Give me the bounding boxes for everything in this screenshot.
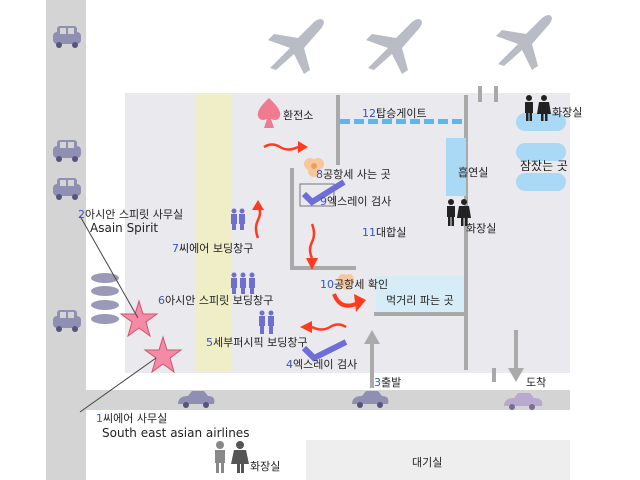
arrow-icon (300, 321, 347, 333)
airplane-icon (496, 15, 552, 70)
arrow-icon (263, 141, 308, 153)
wall-bottom-left (290, 266, 356, 270)
xray-text: 엑스레이 검사 (293, 358, 358, 371)
nap-label: 잠잤는 곳 (520, 159, 568, 173)
tax-buy-number: 8 (316, 168, 323, 181)
waiting-room-text: 대합실 (376, 226, 407, 239)
gate-text: 탑승게이트 (376, 107, 427, 120)
toilet-label-bottom: 화장실 (250, 460, 281, 473)
seair-office-text: 씨에어 사무실 (103, 412, 168, 425)
seair-en-label: South east asian airlines (102, 426, 250, 440)
boarding-gate-line (340, 119, 462, 124)
spirit-board-text: 아시안 스피릿 보딩창구 (165, 294, 274, 307)
arrow-icon (252, 200, 264, 239)
xray-check-label: 9엑스레이 검사 (320, 193, 391, 209)
tax-buy-label: 8공항세 사는 곳 (316, 166, 391, 182)
seair-office-number: 1 (96, 412, 103, 425)
spirit-office-number: 2 (78, 208, 85, 221)
seair-office-label: 1씨에어 사무실 (96, 410, 167, 426)
checkin-lane (195, 93, 231, 371)
checkmark-icon (299, 179, 346, 207)
flower-icon (338, 274, 354, 290)
waiting-area (306, 440, 570, 480)
person-icon (231, 208, 245, 230)
person-icon (259, 310, 274, 334)
wall-stub-2 (494, 86, 498, 102)
spirit-board-label: 6아시안 스피릿 보딩창구 (158, 292, 273, 308)
smoking-room (446, 138, 466, 196)
toilet-icon (525, 95, 551, 121)
checkmark-icon (301, 339, 348, 362)
nap-seat-2 (516, 143, 566, 161)
seair-board-text: 씨에어 보딩창구 (179, 242, 254, 255)
arrow-icon (332, 293, 366, 312)
left-road (46, 0, 86, 480)
spade-icon (257, 98, 281, 128)
wall-left (290, 168, 294, 268)
waiting-area-label: 대기실 (412, 456, 443, 469)
wall-food (374, 312, 466, 316)
person-icon (231, 272, 255, 294)
spirit-en-label: Asain Spirit (90, 221, 159, 235)
nap-seat-3 (516, 173, 566, 191)
star-icon (119, 299, 159, 338)
waiting-room-number: 11 (362, 226, 376, 239)
food-label: 먹거리 파는 곳 (386, 294, 454, 307)
airplane-icon (366, 19, 422, 74)
toilet-icon (447, 199, 471, 226)
toilet-label-mid: 화장실 (466, 222, 497, 235)
toilet-label-top: 화장실 (552, 106, 583, 119)
car-icon (53, 140, 81, 162)
parked-cars-icon (91, 273, 119, 324)
exit-marker (492, 368, 496, 382)
car-icon (178, 391, 215, 408)
xray-label: 4엑스레이 검사 (286, 356, 357, 372)
waiting-room-label: 11대합실 (362, 224, 406, 240)
toilet-icon (215, 441, 249, 473)
car-icon (53, 178, 81, 200)
arrow-icon (508, 330, 524, 382)
star-icon (143, 335, 183, 374)
tax-check-number: 10 (320, 278, 334, 291)
spirit-office-label: 2아시안 스피릿 사무실 (78, 206, 183, 222)
flower-icon (304, 158, 324, 177)
food-court (376, 276, 464, 312)
seair-board-number: 7 (172, 242, 179, 255)
arrive-label: 도착 (526, 376, 547, 389)
cebu-board-number: 5 (206, 336, 213, 349)
exchange-label: 환전소 (283, 109, 314, 122)
pointer-lines (79, 215, 157, 413)
airplane-icon (268, 19, 324, 74)
seair-board-label: 7씨에어 보딩창구 (172, 240, 253, 256)
cebu-board-text: 세부퍼시픽 보딩창구 (213, 336, 308, 349)
arrow-icon (364, 330, 380, 388)
arrow-icon (306, 223, 318, 270)
boarding-gate-label: 12탑승게이트 (362, 105, 427, 121)
tax-buy-text: 공항세 사는 곳 (323, 168, 391, 181)
car-icon (53, 26, 81, 48)
wall-stub-1 (478, 86, 482, 102)
tax-check-text: 공항세 확인 (334, 278, 389, 291)
gate-number: 12 (362, 107, 376, 120)
tax-check-label: 10공항세 확인 (320, 276, 388, 292)
car-icon (504, 393, 543, 410)
depart-number: 3 (374, 376, 381, 389)
wall-right (464, 95, 468, 370)
smoking-label: 흡연실 (458, 166, 489, 179)
depart-label: 3출발 (374, 374, 401, 390)
car-icon (352, 391, 389, 408)
spirit-board-number: 6 (158, 294, 165, 307)
car-icon (53, 310, 81, 332)
depart-text: 출발 (381, 376, 402, 389)
xray-check-text: 엑스레이 검사 (327, 195, 392, 208)
wall-gate-left (336, 95, 340, 165)
xray-number: 4 (286, 358, 293, 371)
spirit-office-text: 아시안 스피릿 사무실 (85, 208, 184, 221)
cebu-board-label: 5세부퍼시픽 보딩창구 (206, 334, 308, 350)
xray-check-number: 9 (320, 195, 327, 208)
